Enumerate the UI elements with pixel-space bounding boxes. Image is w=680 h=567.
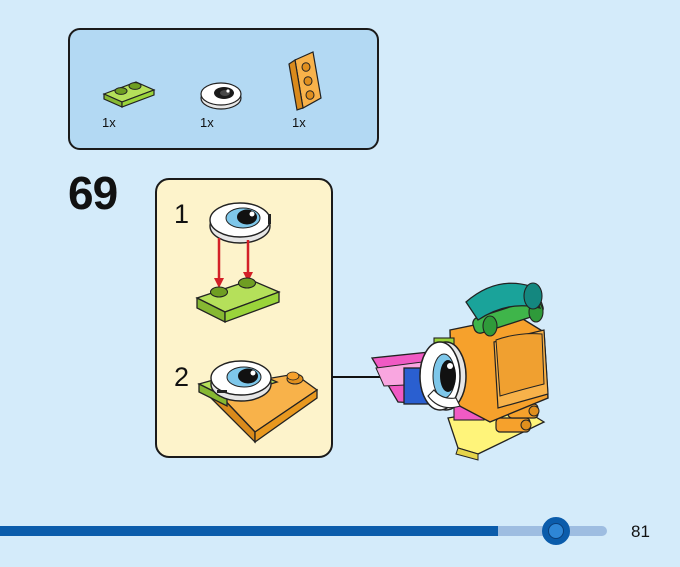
eye-tile-round-icon — [200, 82, 242, 110]
sub-assembly-box: 1 2 — [155, 178, 333, 458]
progress-knob — [542, 517, 570, 545]
parts-list-box: 1x 1x 1x — [68, 28, 379, 150]
main-model-illustration — [370, 282, 549, 461]
orange-wedge-plate-icon — [288, 51, 322, 111]
part-qty: 1x — [292, 115, 306, 130]
sub-step-label: 2 — [174, 362, 190, 392]
progress-fill — [0, 526, 498, 536]
part-qty: 1x — [200, 115, 214, 130]
sub-step-1-illustration — [195, 202, 281, 324]
sub-step-label: 1 — [174, 199, 190, 229]
lime-plate-1x2-icon — [102, 81, 156, 108]
page-number: 81 — [631, 522, 650, 541]
sub-step-2-illustration — [197, 360, 319, 444]
part-qty: 1x — [102, 115, 116, 130]
step-number: 69 — [68, 167, 118, 219]
